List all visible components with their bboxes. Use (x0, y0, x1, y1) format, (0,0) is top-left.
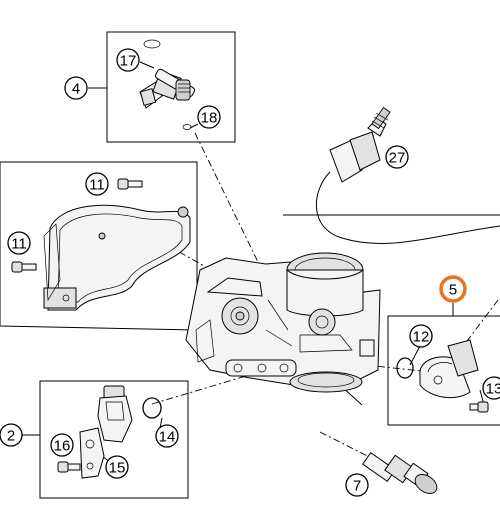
callout-18[interactable]: 18 (197, 105, 221, 129)
leader-line-14 (159, 417, 163, 429)
bracket-15 (79, 427, 105, 479)
frame-tps-group (387, 315, 500, 426)
o-ring-12 (396, 357, 414, 379)
screw-16 (57, 461, 81, 473)
callout-11-left-label: 11 (11, 236, 27, 253)
callout-15-label: 15 (109, 460, 126, 477)
dash-line-cover (139, 229, 216, 273)
callout-2-label: 2 (7, 428, 15, 445)
hose-fitting-7 (362, 451, 438, 494)
callout-14[interactable]: 14 (155, 424, 179, 448)
callout-2[interactable]: 2 (0, 423, 23, 447)
callout-17[interactable]: 17 (116, 48, 140, 72)
throttle-position-sensor (419, 339, 479, 399)
callout-13-label: 13 (486, 381, 500, 398)
callout-12-label: 12 (413, 329, 430, 346)
callout-11-top-label: 11 (89, 177, 105, 194)
sensor-27 (329, 106, 391, 183)
throttle-cover (43, 204, 191, 311)
callout-11-top[interactable]: 11 (85, 172, 109, 196)
callout-11-left[interactable]: 11 (7, 231, 31, 255)
callout-15[interactable]: 15 (105, 455, 129, 479)
callout-17-label: 17 (120, 53, 137, 70)
callout-18-label: 18 (201, 110, 218, 127)
o-ring-17 (143, 39, 161, 49)
fuel-injector (139, 68, 196, 109)
callout-4[interactable]: 4 (64, 76, 88, 100)
dash-line-tps (463, 299, 499, 346)
callout-16[interactable]: 16 (50, 433, 74, 457)
screw-11-left (11, 261, 37, 273)
sensor-2 (97, 385, 133, 443)
callout-14-label: 14 (159, 429, 176, 446)
callout-27-label: 27 (389, 150, 406, 167)
screw-13 (469, 401, 489, 413)
callout-16-label: 16 (54, 438, 71, 455)
throttle-body (185, 252, 381, 393)
callout-5[interactable]: 5 (439, 275, 467, 303)
callout-5-label: 5 (449, 282, 457, 299)
dash-line-injector (194, 132, 301, 386)
dash-line-sensor-2 (151, 375, 247, 405)
o-ring-18 (182, 124, 192, 130)
callout-4-label: 4 (72, 81, 80, 98)
dash-line-throttle-tps (347, 362, 431, 373)
callout-27[interactable]: 27 (385, 145, 409, 169)
cable-sensor-27 (316, 171, 500, 244)
callout-7[interactable]: 7 (345, 473, 369, 497)
o-ring-14 (142, 397, 162, 419)
frame-injector-group (106, 31, 236, 143)
callout-7-label: 7 (353, 478, 361, 495)
leader-line-17 (139, 61, 155, 69)
screw-11-top (117, 178, 143, 190)
frame-sensor-group (39, 380, 189, 499)
callout-13[interactable]: 13 (482, 376, 500, 400)
callout-12[interactable]: 12 (409, 324, 433, 348)
